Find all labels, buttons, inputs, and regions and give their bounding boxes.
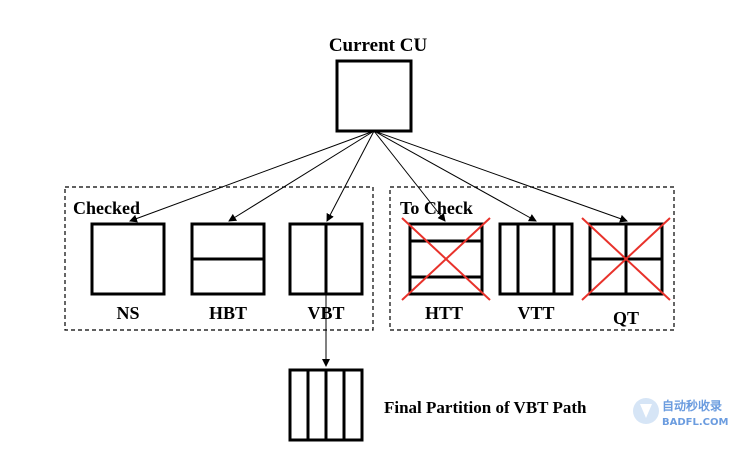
- arrow-to-ns: [129, 130, 375, 223]
- arrow-to-vtt: [373, 130, 537, 222]
- final-partition: [288, 368, 364, 442]
- arrow-to-vbt: [326, 130, 375, 222]
- partition-ns: NS: [90, 222, 166, 323]
- partition-htt: HTT: [401, 217, 491, 323]
- checked-group-box: [64, 186, 374, 331]
- current-cu-label: Current CU: [329, 35, 428, 56]
- htt-excluded-cross: [401, 217, 491, 301]
- arrow-to-hbt: [228, 130, 375, 222]
- current-cu-block: [335, 59, 413, 133]
- qt-excluded-cross: [581, 217, 671, 301]
- ns-block: [90, 222, 166, 296]
- arrow-to-qt: [373, 130, 628, 223]
- partition-vtt: VTT: [498, 222, 574, 323]
- htt-label: HTT: [425, 303, 463, 323]
- checked-group-label: Checked: [73, 198, 140, 218]
- hbt-label: HBT: [209, 303, 247, 323]
- watermark-text-en: BADFL.COM: [662, 417, 729, 428]
- ns-label: NS: [116, 303, 139, 323]
- partition-hbt: HBT: [190, 222, 266, 323]
- arrow-to-htt: [373, 130, 446, 222]
- partition-arrows: [129, 130, 628, 223]
- vtt-label: VTT: [517, 303, 554, 323]
- partition-qt: QT: [581, 217, 671, 328]
- vtt-block: [498, 222, 574, 296]
- to-check-group-label: To Check: [400, 198, 473, 218]
- watermark-logo-icon: [633, 398, 659, 424]
- qt-label: QT: [613, 308, 639, 328]
- watermark-text-cn: 自动秒收录: [662, 398, 722, 413]
- watermark: 自动秒收录 BADFL.COM: [633, 398, 729, 428]
- final-partition-label: Final Partition of VBT Path: [384, 398, 587, 417]
